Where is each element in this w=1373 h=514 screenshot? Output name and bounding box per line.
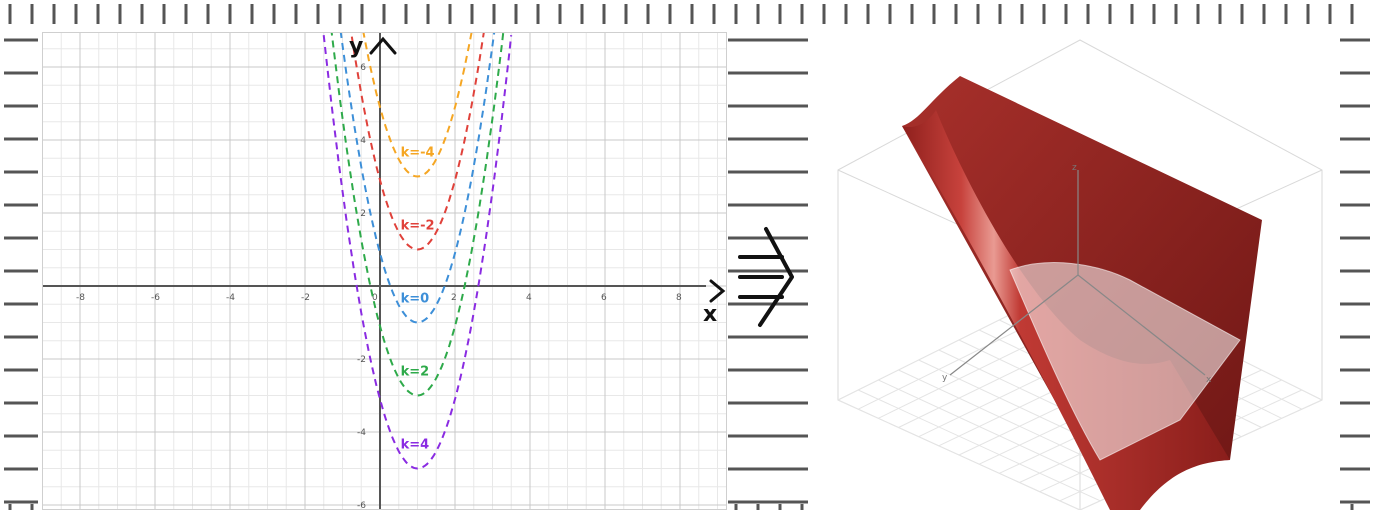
- level-curve-0: [362, 30, 473, 178]
- x-tick-labels: -8 -6 -4 -2 0 2 4 6 8: [76, 293, 682, 303]
- y-tick-label: -6: [357, 501, 366, 509]
- z-axis-label: z: [1072, 163, 1077, 173]
- horizontal-plane: [1009, 262, 1241, 461]
- implies-arrow-icon: [738, 227, 794, 327]
- surface-3d-plot: z x y: [837, 39, 1323, 511]
- y-tick-label: 2: [360, 209, 366, 219]
- x-axis-label: x: [703, 302, 717, 327]
- level-curve-1: [349, 24, 486, 251]
- y-tick-labels: 6 4 2 -2 -4 -6: [357, 63, 366, 511]
- x-axis-label-3d: x: [1206, 375, 1212, 385]
- hand-drawn-axis-labels: y x: [349, 34, 726, 327]
- y-tick-label: -4: [357, 428, 366, 438]
- x-tick-label: 6: [601, 293, 607, 303]
- level-curve-3: [330, 28, 505, 397]
- level-curves: [322, 24, 513, 470]
- curve-label-3: k=2: [401, 365, 430, 380]
- curve-label-2: k=0: [401, 292, 430, 307]
- curve-label-4: k=4: [401, 438, 430, 453]
- y-axis-arrow-icon: [369, 36, 397, 55]
- curve-label-1: k=-2: [401, 219, 435, 234]
- y-tick-label: -2: [357, 355, 366, 365]
- 3d-axes: [949, 170, 1206, 376]
- x-tick-label: 4: [526, 293, 532, 303]
- x-tick-label: -8: [76, 293, 85, 303]
- y-tick-label: 6: [360, 63, 366, 73]
- y-axis-label: y: [349, 34, 363, 59]
- curve-label-0: k=-4: [401, 146, 435, 161]
- y-tick-label: 4: [360, 136, 366, 146]
- tick-marks: [4, 4, 1370, 510]
- surface-3d-view: z x y: [810, 30, 1338, 511]
- minor-grid: [43, 33, 726, 509]
- x-tick-label: -4: [226, 293, 235, 303]
- x-tick-label: -2: [301, 293, 310, 303]
- x-tick-label: 2: [451, 293, 457, 303]
- x-axis-arrow-icon: [709, 279, 726, 303]
- x-tick-label: 8: [676, 293, 682, 303]
- x-tick-label: 0: [372, 293, 378, 303]
- x-tick-label: -6: [151, 293, 160, 303]
- y-axis-label-3d: y: [942, 373, 948, 383]
- axes: [43, 33, 706, 509]
- level-curve-4: [322, 34, 513, 470]
- implies-arrow: [730, 215, 810, 335]
- curve-labels: k=-4 k=-2 k=0 k=2 k=4: [401, 146, 435, 453]
